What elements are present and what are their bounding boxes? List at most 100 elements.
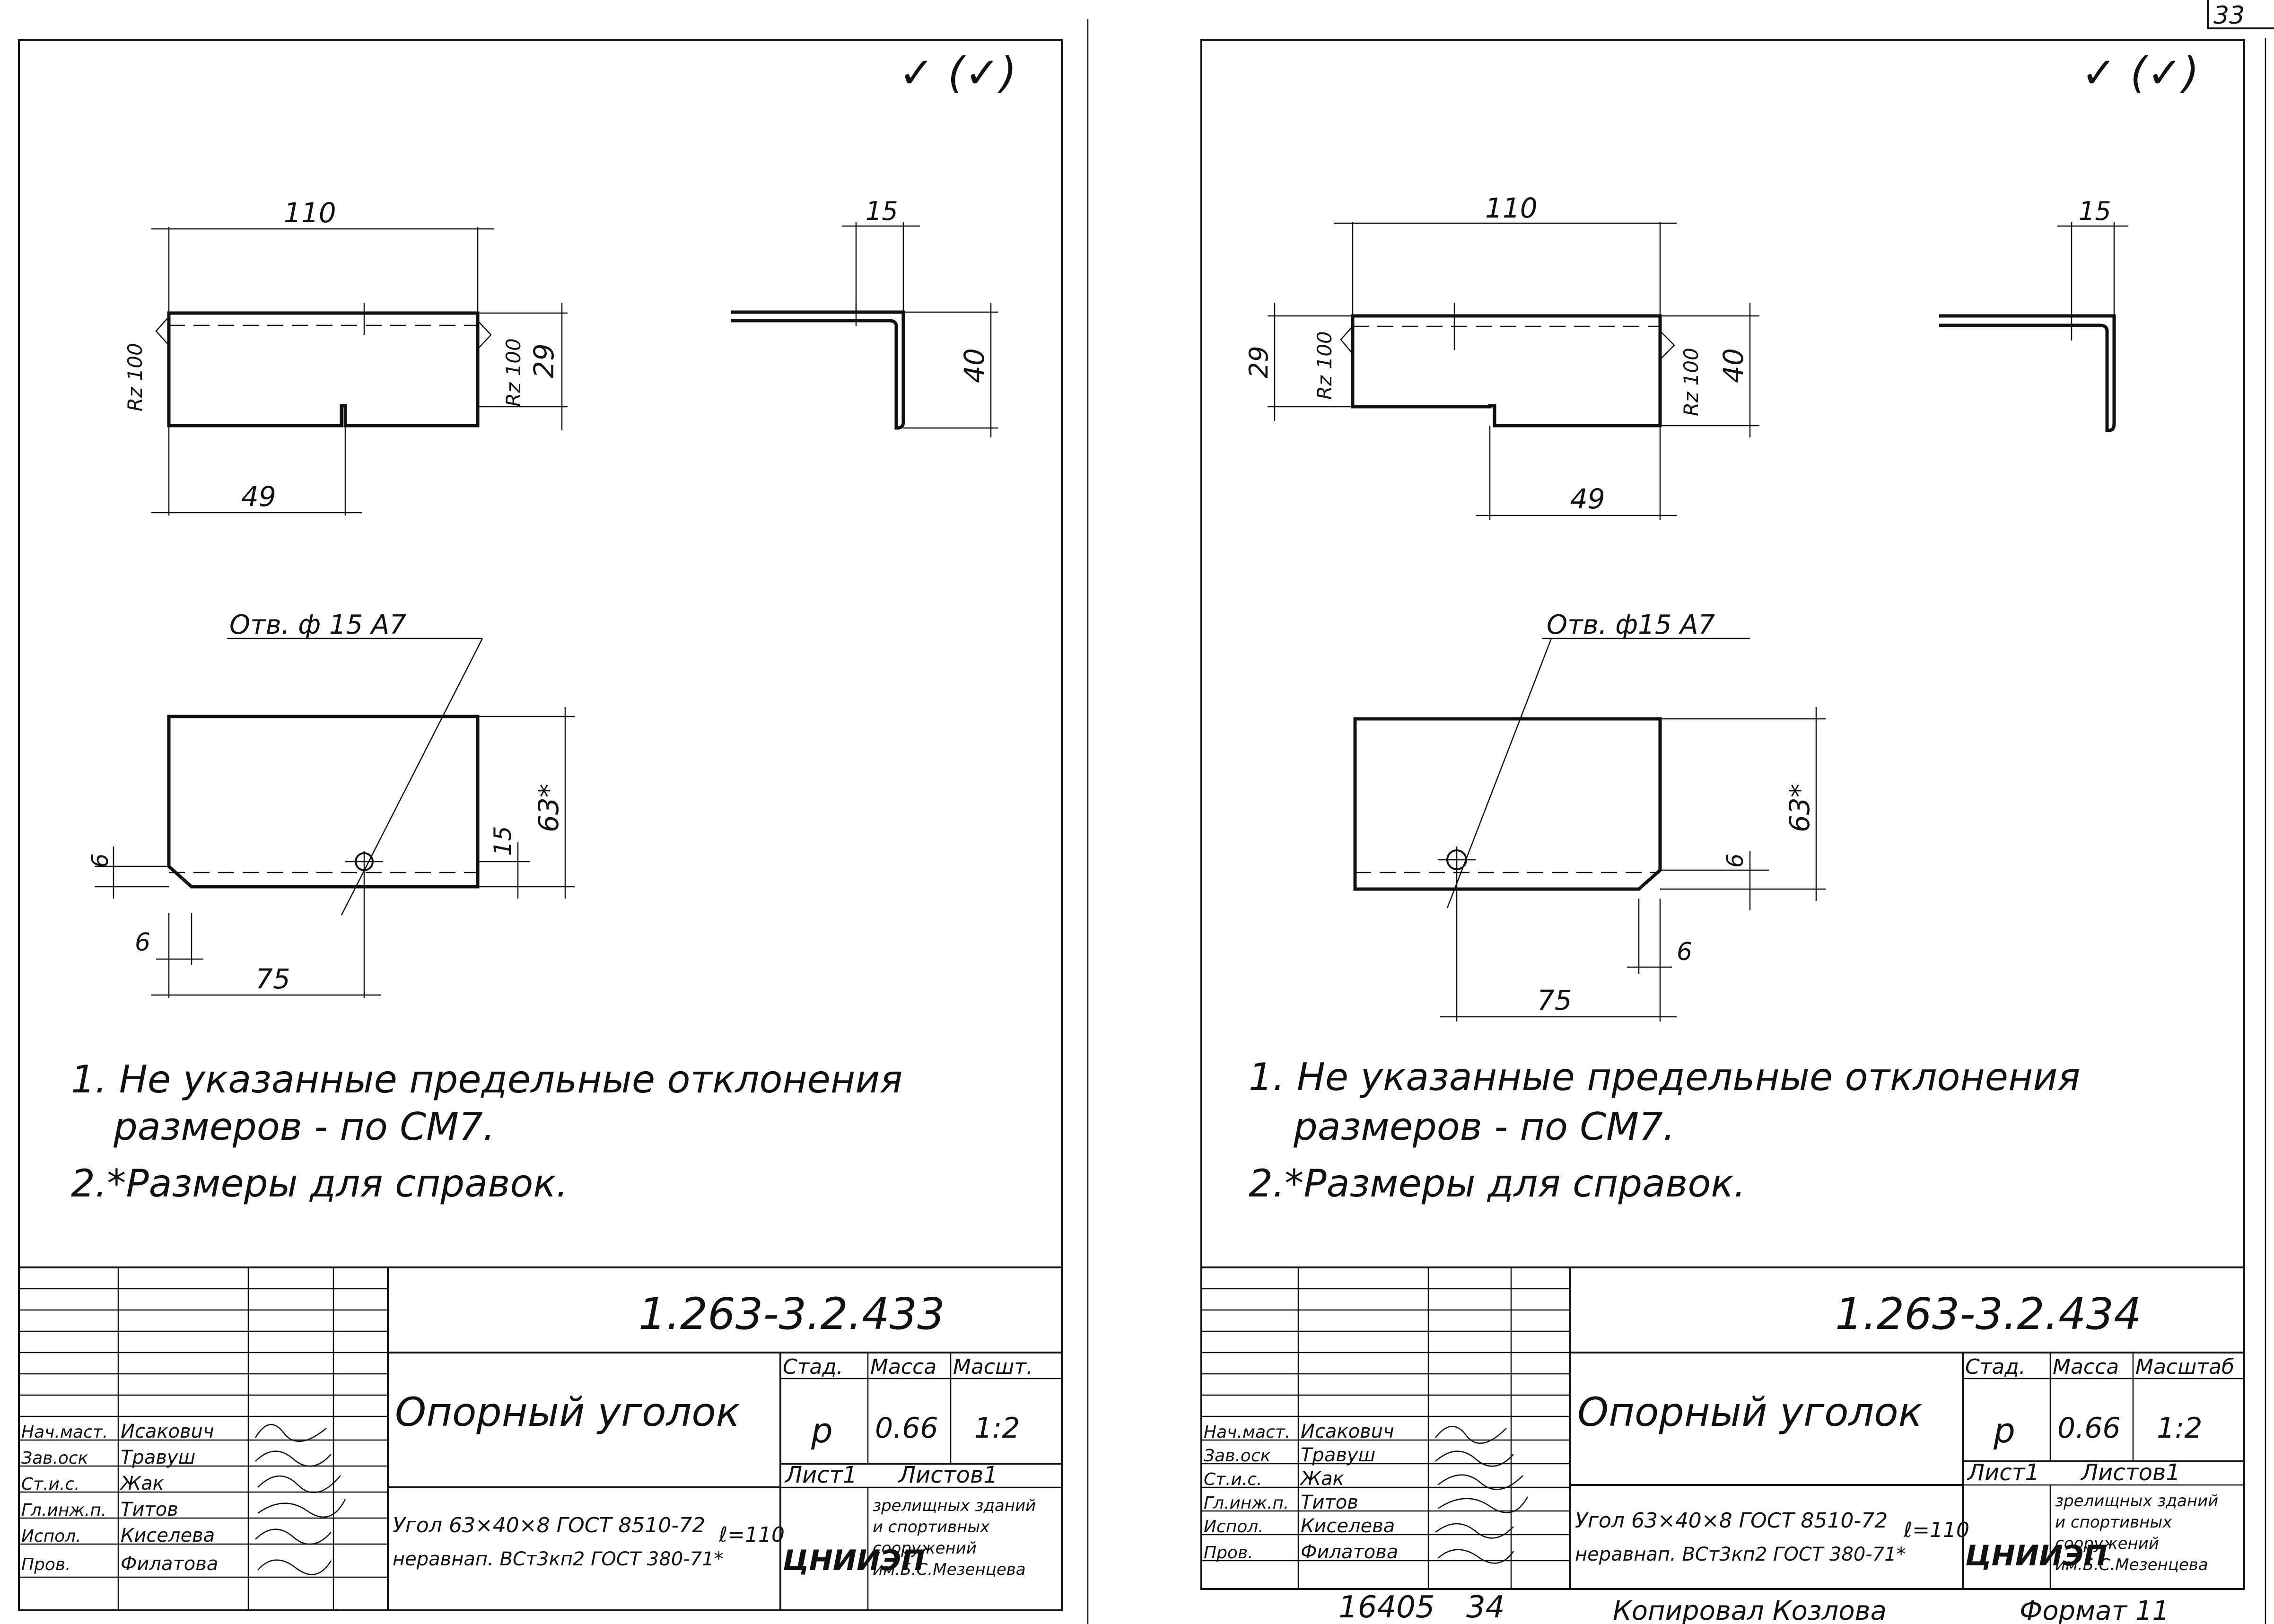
col-stage: Стад. [783,1355,843,1379]
dim-49: 49 [241,480,276,513]
side-view: 15 40 [731,196,998,437]
sheet-1-frame [18,39,1063,1611]
roughness-symbol-2: ✓ (✓) [2081,48,2199,98]
flange-outline-2 [1353,717,1662,891]
staff2-role-3: Ст.и.с. [1204,1470,1262,1489]
dim-63: 63* [533,784,565,832]
staff2-name-4: Титов [1301,1492,1358,1513]
org-name-1: зрелищных зданий [873,1496,1036,1515]
format-label: Формат 11 [2020,1596,2169,1624]
dim-75-2: 75 [1537,984,1572,1016]
top-view-2: 110 49 29 Rz 100 Rz 100 40 [1244,192,1759,520]
sheet-1: ✓ (✓) 110 49 29 Rz 100 Rz 100 [18,39,1063,1611]
dim-15-offset: 15 [489,826,516,856]
sheet-2-frame [1200,39,2245,1590]
rz-left-2: Rz 100 [1313,331,1336,400]
dim-29-2: 29 [1244,346,1274,378]
staff-role-3: Ст.и.с. [21,1475,80,1494]
org2-name-2: и спортивных [2055,1513,2172,1532]
note2-line-3: 2.*Размеры для справок. [1249,1161,1746,1205]
page-number: 33 [2207,0,2274,30]
dim-6-vert: 6 [87,853,114,868]
note-line-3: 2.*Размеры для справок. [71,1161,568,1205]
signatures-2 [1435,1426,1529,1564]
col-stage-2: Стад. [1965,1355,2026,1379]
hole-note: Отв. ф 15 A7 [229,610,406,640]
scale-value-2: 1:2 [2157,1412,2203,1445]
top-view: 110 49 29 Rz 100 Rz 100 [123,197,568,515]
staff-name-3: Жак [119,1473,164,1494]
org-name-2: и спортивных [873,1518,990,1537]
staff-role-1: Нач.маст. [21,1423,108,1442]
note-line-1: 1. Не указанные предельные отклонения [71,1057,902,1101]
angle-section-2 [1939,314,2116,432]
staff-role-5: Испол. [21,1527,81,1546]
copied-by: Копировал Козлова [1613,1596,1887,1624]
notes: 1. Не указанные предельные отклонения ра… [71,1057,902,1205]
dim-15: 15 [866,196,898,226]
staff-name-6: Филатова [121,1553,218,1575]
staff2-name-3: Жак [1299,1468,1344,1490]
sheets-count-2: Листов1 [2080,1459,2180,1486]
col-mass: Масса [870,1355,936,1379]
staff2-role-4: Гл.инж.п. [1204,1493,1289,1513]
front-view-2: Отв. ф15 A7 63* 6 6 75 [1353,610,1826,1022]
staff-name-4: Титов [121,1499,178,1520]
col-mass-2: Масса [2053,1355,2119,1379]
footer: 16405 34 Копировал Козлова Формат 11 [1338,1590,2169,1624]
angle-section [731,310,905,430]
staff-role-4: Гл.инж.п. [21,1501,106,1520]
sheets-count: Листов1 [898,1462,998,1488]
staff2-role-6: Пров. [1204,1543,1253,1563]
mass-value-2: 0.66 [2057,1412,2121,1445]
staff2-role-5: Испол. [1204,1517,1264,1537]
staff2-name-2: Травуш [1301,1444,1375,1466]
dim-63-2: 63* [1784,784,1816,832]
scale-value: 1:2 [974,1412,1020,1445]
sheet-no: Лист1 [784,1462,857,1488]
length-value: ℓ=110 [718,1523,785,1547]
sheet-number: 34 [1466,1590,1504,1624]
dim-6-horiz: 6 [135,928,150,957]
material-line-1: Угол 63×40×8 ГОСТ 8510-72 [393,1513,705,1537]
rz-left: Rz 100 [123,343,147,411]
org-name-4: им.Б.С.Мезенцева [873,1560,1026,1579]
material-line-1-2: Угол 63×40×8 ГОСТ 8510-72 [1575,1509,1888,1533]
note2-line-2: размеров - по СМ7. [1293,1105,1675,1149]
material-line-2: неравнап. ВСт3кп2 ГОСТ 380-71* [393,1548,724,1570]
org2-name-1: зрелищных зданий [2055,1492,2218,1510]
angle-top-outline [167,311,480,428]
dim-6-vert-2: 6 [1722,853,1749,868]
stage-value: р [811,1411,833,1450]
drawing-title-2: Опорный уголок [1577,1389,1923,1435]
staff2-name-6: Филатова [1301,1541,1398,1563]
dim-40-top-2: 40 [1717,348,1749,383]
staff-name-5: Киселева [121,1525,215,1546]
col-scale: Масшт. [953,1355,1033,1379]
staff2-role-2: Зав.оск [1204,1446,1271,1466]
staff2-name-5: Киселева [1301,1515,1395,1537]
notes-2: 1. Не указанные предельные отклонения ра… [1249,1055,2080,1205]
staff-role-2: Зав.оск [21,1449,88,1468]
dim-110-2: 110 [1485,192,1538,224]
front-view: Отв. ф 15 A7 63* 15 6 6 75 [87,610,575,998]
hole-note-2: Отв. ф15 A7 [1547,610,1715,640]
inventory-number: 16405 [1338,1590,1435,1624]
org2-name-4: им.Б.С.Мезенцева [2055,1555,2208,1574]
mass-value: 0.66 [875,1412,938,1445]
page-number-text: 33 [2213,1,2245,30]
designation-2: 1.263-3.2.434 [1835,1289,2142,1339]
length-value-2: ℓ=110 [1903,1518,1969,1542]
roughness-symbol: ✓ (✓) [899,48,1017,98]
staff-name-1: Исаковuч [121,1421,214,1442]
drawing-title: Опорный уголок [395,1389,740,1435]
org-logo: ЦНИИЭП [783,1544,925,1577]
org-logo-2: ЦНИИЭП [1965,1539,2108,1572]
dim-49-2: 49 [1570,483,1605,515]
staff-name-2: Травуш [121,1447,195,1468]
dim-40: 40 [958,348,990,383]
staff2-name-1: Исаковuч [1301,1421,1394,1442]
sheet-2: ✓ (✓) 110 49 29 Rz 100 Rz 100 40 [1200,39,2245,1590]
note2-line-1: 1. Не указанные предельные отклонения [1249,1055,2080,1099]
